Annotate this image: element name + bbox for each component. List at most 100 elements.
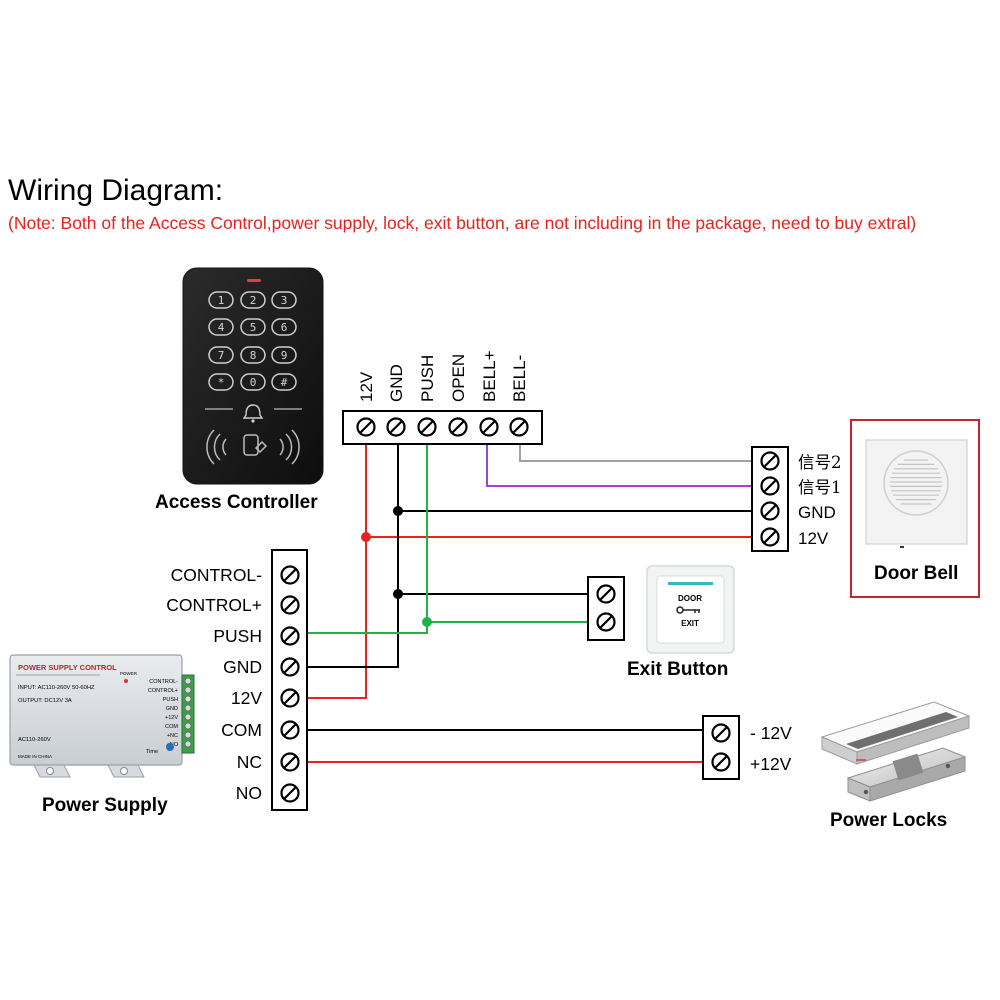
keypad-key: 8 [240, 346, 266, 364]
door-bell-terminal-signal1: 信号1 [798, 478, 842, 497]
svg-text:3: 3 [281, 294, 288, 307]
ps-device-power: POWER [120, 671, 138, 676]
screw-open [448, 417, 468, 437]
power-supply-terminal-block [271, 549, 308, 811]
terminal-label-open: OPEN [449, 354, 468, 402]
wire-12v-red [303, 427, 367, 699]
svg-text:#: # [281, 376, 288, 389]
keypad-key: 0 [240, 373, 266, 391]
ps-terminal-control-minus: CONTROL- [171, 565, 263, 585]
screw-12v [356, 417, 376, 437]
door-bell-speaker [865, 439, 968, 545]
svg-text:8: 8 [250, 349, 257, 362]
exit-button-label: Exit Button [627, 659, 728, 680]
wire-bell-plus-purple [486, 442, 752, 487]
svg-text:PUSH: PUSH [163, 697, 178, 703]
key-icon [676, 606, 700, 614]
exit-button-terminal-block [587, 576, 625, 641]
screw-bell-minus [509, 417, 529, 437]
speaker-grille [890, 459, 942, 505]
wire-bell-minus-gray [519, 442, 752, 462]
keypad-keys: 1 2 3 4 5 6 7 8 9 * 0 # [208, 291, 297, 391]
power-locks-device [820, 701, 971, 802]
led-indicator [247, 279, 261, 282]
controller-terminal-labels: 12V GND PUSH OPEN BELL+ BELL- [357, 350, 529, 402]
wire-push-green [303, 427, 428, 634]
time-knob-icon [166, 743, 174, 751]
svg-text:9: 9 [281, 349, 288, 362]
ps-device-input: INPUT: AC110-260V 50-60HZ [18, 685, 95, 691]
svg-text:GND: GND [166, 706, 178, 712]
page-title: Wiring Diagram: [8, 174, 223, 207]
ps-terminal-gnd: GND [223, 657, 262, 677]
door-bell-box [850, 419, 980, 598]
svg-text:+12V: +12V [165, 715, 178, 721]
power-locks-terminal-plus12v: +12V [750, 754, 792, 774]
svg-text:4: 4 [218, 321, 225, 334]
terminal-label-push: PUSH [418, 355, 437, 402]
svg-text:COM: COM [165, 724, 178, 730]
keypad-key: 5 [240, 318, 266, 336]
ps-device-time: Time [146, 749, 158, 755]
terminal-label-gnd: GND [387, 364, 406, 402]
ps-device-ac: AC110-260V [18, 737, 51, 743]
rfid-icon [206, 429, 300, 465]
ps-terminal-push: PUSH [213, 626, 262, 646]
junction-dot-black [393, 506, 403, 516]
exit-face-exit: EXIT [681, 619, 699, 628]
door-bell-terminal-signal2: 信号2 [798, 453, 842, 472]
keypad-key: # [271, 373, 297, 391]
junction-dot-black [393, 589, 403, 599]
keypad-key: 2 [240, 291, 266, 309]
ps-device-made: MADE IN CHINA [18, 754, 52, 759]
terminal-label-12v: 12V [357, 371, 376, 402]
terminal-label-bell-minus: BELL- [510, 355, 529, 402]
power-supply-label: Power Supply [42, 795, 168, 816]
ps-terminal-com: COM [221, 720, 262, 740]
note-text: (Note: Both of the Access Control,power … [8, 213, 916, 233]
power-locks-label: Power Locks [830, 810, 947, 831]
keypad-key: 7 [208, 346, 234, 364]
keypad-key: 1 [208, 291, 234, 309]
screw-push [417, 417, 437, 437]
ps-device-terminal-screws [184, 677, 192, 748]
power-supply-device: POWER SUPPLY CONTROL INPUT: AC110-260V 5… [9, 654, 195, 778]
door-bell-terminal-block [751, 446, 789, 552]
wires [303, 427, 752, 763]
junction-dot-red [361, 532, 371, 542]
keypad-key: 9 [271, 346, 297, 364]
power-locks-terminal-block [702, 715, 740, 780]
ps-terminal-control-plus: CONTROL+ [166, 595, 262, 615]
ps-device-output: OUTPUT: DC12V 3A [18, 698, 72, 704]
svg-text:1: 1 [218, 294, 225, 307]
access-controller-label: Access Controller [155, 492, 318, 513]
svg-text:+NC: +NC [167, 733, 178, 739]
ps-terminal-12v: 12V [231, 688, 262, 708]
svg-text:*: * [218, 376, 225, 389]
screw-gnd [386, 417, 406, 437]
controller-terminal-block [342, 410, 543, 445]
power-supply-terminal-labels: CONTROL- CONTROL+ PUSH GND 12V COM NC NO [166, 565, 262, 803]
exit-face-door: DOOR [678, 594, 702, 603]
svg-text:CONTROL-: CONTROL- [149, 679, 178, 685]
keypad-key: 6 [271, 318, 297, 336]
door-bell-terminal-12v: 12V [798, 529, 829, 548]
door-bell-label: Door Bell [874, 563, 958, 584]
screw-bell-plus [479, 417, 499, 437]
svg-text:2: 2 [250, 294, 257, 307]
keypad-key: * [208, 373, 234, 391]
bell-icon [242, 404, 264, 423]
svg-text:5: 5 [250, 321, 257, 334]
ps-device-title: POWER SUPPLY CONTROL [18, 663, 117, 672]
exit-button-device: DOOR EXIT [646, 565, 735, 654]
access-controller-keypad: 1 2 3 4 5 6 7 8 9 * 0 # [182, 267, 324, 485]
svg-text:6: 6 [281, 321, 288, 334]
power-locks-terminal-minus12v: - 12V [750, 723, 792, 743]
ps-terminal-nc: NC [237, 752, 262, 772]
keypad-key: 4 [208, 318, 234, 336]
junction-dot-green [422, 617, 432, 627]
svg-text:0: 0 [250, 376, 257, 389]
terminal-label-bell-plus: BELL+ [480, 350, 499, 402]
svg-text:CONTROL+: CONTROL+ [148, 688, 178, 694]
